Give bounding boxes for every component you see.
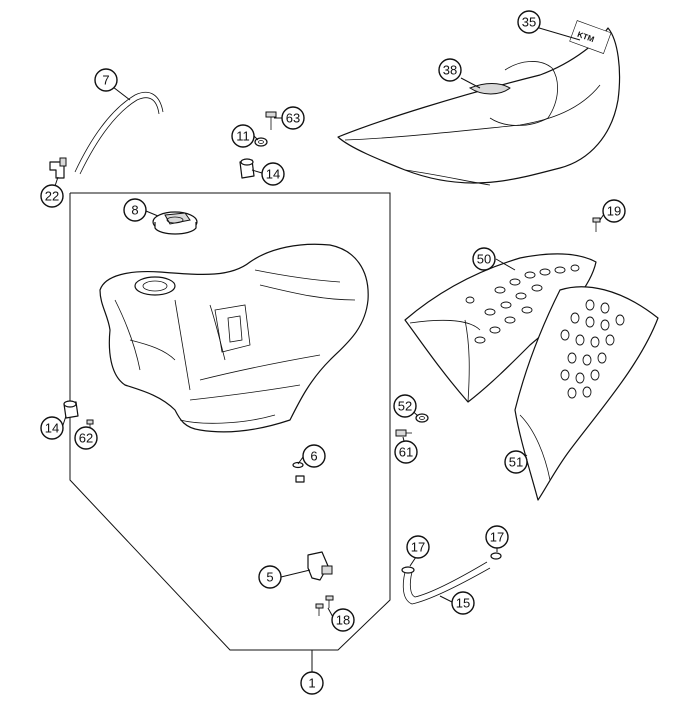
callout-17-left-label: 17 — [411, 540, 425, 555]
callout-14-top-label: 14 — [266, 167, 280, 182]
hose-clamp-left — [401, 566, 415, 574]
fuel-tap-screws — [315, 595, 334, 616]
spoiler-washer — [415, 413, 429, 423]
callout-38-label: 38 — [443, 63, 457, 78]
callout-5: 5 — [258, 565, 282, 589]
callout-11-label: 11 — [236, 129, 250, 144]
callout-11: 11 — [231, 124, 255, 148]
callout-61: 61 — [394, 440, 418, 464]
fuel-breather-hose — [74, 91, 164, 175]
callout-61-label: 61 — [399, 445, 413, 460]
callout-52-label: 52 — [398, 399, 412, 414]
callout-8: 8 — [123, 198, 147, 222]
callout-6: 6 — [302, 444, 326, 468]
hose-clamp-right — [490, 552, 502, 560]
seat-logo: KTM — [569, 20, 612, 54]
callout-38: 38 — [438, 58, 462, 82]
left-spoiler-vent-holes — [465, 264, 580, 344]
callout-50: 50 — [472, 247, 496, 271]
callout-51: 51 — [504, 450, 528, 474]
fuel-tank-cap — [152, 211, 198, 235]
callout-7-label: 7 — [102, 73, 109, 88]
callout-35: 35 — [517, 10, 541, 34]
callout-8-label: 8 — [131, 203, 138, 218]
right-spoiler-vent-holes — [560, 299, 625, 399]
callout-1: 1 — [300, 671, 324, 695]
fuel-line-hose — [402, 561, 491, 605]
right-spoiler-panel — [514, 286, 659, 501]
callout-51-label: 51 — [509, 455, 523, 470]
callout-15: 15 — [451, 591, 475, 615]
callout-15-label: 15 — [456, 596, 470, 611]
callout-17-right: 17 — [485, 525, 509, 549]
callout-1-label: 1 — [308, 676, 315, 691]
mounting-bolt-top — [265, 111, 277, 130]
fuel-tap-assembly — [292, 461, 333, 581]
callout-63: 63 — [281, 106, 305, 130]
seat: KTM — [337, 20, 621, 186]
fuel-tank — [99, 243, 369, 433]
callout-19-label: 19 — [607, 204, 621, 219]
callout-18-label: 18 — [336, 613, 350, 628]
callout-5-label: 5 — [266, 570, 273, 585]
callout-6-label: 6 — [310, 449, 317, 464]
callout-14-left-label: 14 — [45, 421, 59, 436]
callout-22-label: 22 — [45, 189, 59, 204]
spoiler-bolt — [395, 429, 412, 437]
callout-63-label: 63 — [286, 111, 300, 126]
callout-18: 18 — [331, 608, 355, 632]
hose-elbow-fitting — [49, 157, 67, 179]
callout-62-label: 62 — [79, 431, 93, 446]
callout-14-left: 14 — [40, 416, 64, 440]
callout-7: 7 — [94, 68, 118, 92]
callout-17-left: 17 — [406, 535, 430, 559]
callout-22: 22 — [40, 184, 64, 208]
rubber-bushing-left — [63, 400, 79, 419]
callout-19: 19 — [602, 199, 626, 223]
spoiler-screw — [592, 217, 601, 232]
callout-50-label: 50 — [477, 252, 491, 267]
rubber-bushing-top — [239, 158, 255, 179]
callout-35-label: 35 — [522, 15, 536, 30]
tank-assembly-outline — [69, 192, 391, 651]
callout-14-top: 14 — [261, 162, 285, 186]
left-spoiler-panel — [404, 253, 597, 403]
callout-62: 62 — [74, 426, 98, 450]
callout-52: 52 — [393, 394, 417, 418]
callout-17-right-label: 17 — [490, 530, 504, 545]
